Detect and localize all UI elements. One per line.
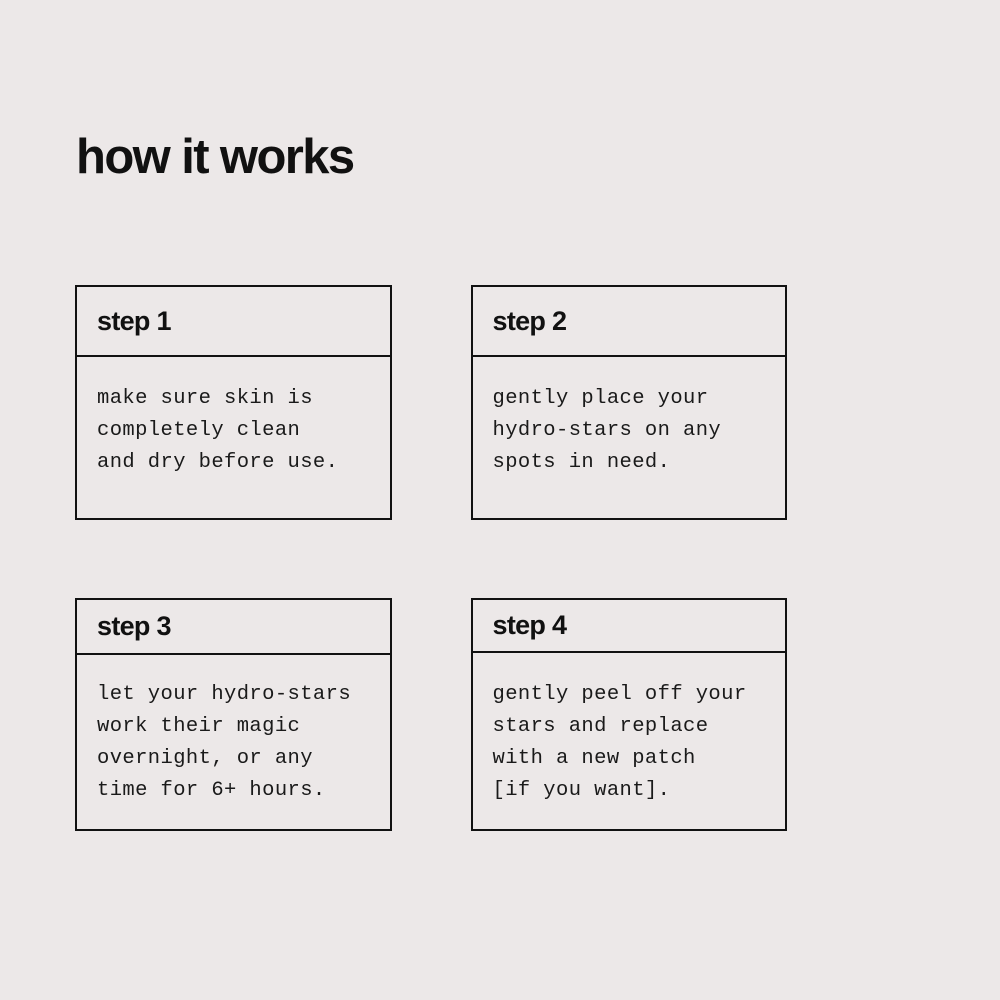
step-card-2-title: step 2	[492, 305, 568, 336]
step-card-4-body: gently peel off your stars and replace w…	[473, 653, 786, 829]
step-card-2-header: step 2	[472, 287, 785, 357]
step-card-1-title: step 1	[97, 305, 172, 336]
page-title: how it works	[76, 129, 355, 184]
step-card-3-line: let your hydro-stars	[97, 683, 352, 706]
step-card-4-line: [if you want].	[492, 779, 671, 802]
steps-row-top: step 1 make sure skin is completely clea…	[75, 285, 787, 520]
step-card-3-header: step 3	[77, 600, 390, 655]
step-card-3-line: time for 6+ hours.	[97, 779, 326, 802]
step-card-4-line: with a new patch	[492, 747, 696, 770]
step-card-1-line: completely clean	[97, 419, 301, 442]
step-card-4-title: step 4	[492, 610, 568, 640]
step-card-2-body: gently place your hydro-stars on any spo…	[473, 357, 786, 518]
step-card-3-line: work their magic	[97, 715, 301, 738]
step-card-4-line: gently peel off your	[492, 683, 747, 706]
step-card-1-body: make sure skin is completely clean and d…	[77, 357, 390, 518]
steps-grid: step 1 make sure skin is completely clea…	[75, 285, 787, 831]
step-card-4-header: step 4	[472, 600, 785, 653]
step-card-2: step 2 gently place your hydro-stars on …	[470, 285, 787, 520]
step-card-2-line: hydro-stars on any	[492, 419, 722, 442]
step-card-4-line: stars and replace	[492, 715, 709, 738]
steps-row-bottom: step 3 let your hydro-stars work their m…	[75, 598, 787, 831]
step-card-3: step 3 let your hydro-stars work their m…	[75, 598, 392, 831]
step-card-1-line: make sure skin is	[97, 387, 313, 410]
step-card-3-line: overnight, or any	[97, 747, 313, 770]
step-card-4: step 4 gently peel off your stars and re…	[470, 598, 787, 831]
step-card-1-line: and dry before use.	[97, 451, 339, 474]
step-card-1: step 1 make sure skin is completely clea…	[75, 285, 392, 520]
step-card-3-title: step 3	[97, 611, 172, 641]
step-card-2-line: gently place your	[492, 387, 709, 410]
step-card-3-body: let your hydro-stars work their magic ov…	[77, 655, 390, 829]
step-card-2-line: spots in need.	[492, 451, 671, 474]
step-card-1-header: step 1	[77, 287, 390, 357]
